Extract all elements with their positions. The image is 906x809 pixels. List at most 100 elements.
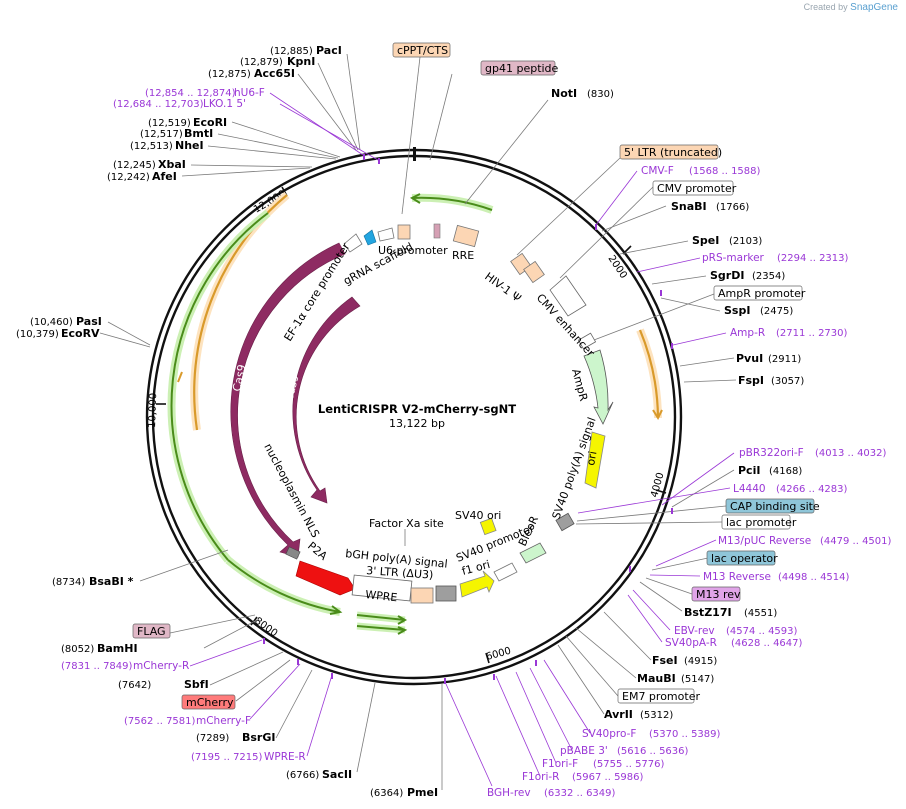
p2a-label: P2A <box>305 539 330 563</box>
leader-ecorv <box>99 332 151 348</box>
mark-cmvf <box>595 224 597 230</box>
site-acc65i-pos: (12,875) <box>208 69 251 80</box>
site-avrii-pos: (5312) <box>640 710 673 721</box>
psi-box <box>523 260 545 284</box>
leader-afei <box>181 167 311 177</box>
orange-arc-halo <box>190 191 290 431</box>
features <box>230 223 614 604</box>
mark-m13 <box>629 566 631 572</box>
primer-pbabe3-name: pBABE 3' <box>560 745 608 757</box>
right-orange-arc <box>638 329 660 419</box>
primer-f1orir-pos: (5967 .. 5986) <box>572 772 644 783</box>
cas9-inner-label: Cas9 <box>282 373 301 402</box>
site-acc65i-name: Acc65I <box>254 67 295 80</box>
box-em7-label: EM7 promoter <box>622 690 700 703</box>
cas9-outer-tip <box>330 243 345 254</box>
leader-mcherryf <box>249 663 301 720</box>
ampr-promoter-box <box>577 332 597 350</box>
u6-promoter-label: U6 promoter <box>378 244 448 257</box>
site-bsabi-pos: (8734) <box>52 577 85 588</box>
primer-mcherryr-pos: (7831 .. 7849) <box>61 661 133 672</box>
green-arc <box>170 212 269 561</box>
primer-marks <box>263 154 673 684</box>
mark-mcherryf <box>297 659 299 665</box>
primer-f1orif-name: F1ori-F <box>542 758 578 770</box>
mcherry-arrow <box>295 560 356 596</box>
backbone <box>145 147 683 686</box>
rre-box <box>452 224 480 248</box>
site-bsrgi-name: BsrGI <box>242 731 275 744</box>
box-mcherry-label: mCherry <box>186 696 234 709</box>
sv40-pa-box <box>555 512 575 532</box>
leader-xbai <box>190 164 313 168</box>
mark-hu6f <box>363 154 365 160</box>
leader-sspi <box>660 297 721 312</box>
leader-m13puc <box>655 539 717 567</box>
green-short-arrowhead-2 <box>397 626 408 635</box>
mark-lko <box>378 158 380 164</box>
leader-sv40par <box>627 594 663 643</box>
primer-wprer-name: WPRE-R <box>264 751 306 763</box>
leader-bamhi <box>203 619 258 649</box>
primer-m13puc-name: M13/pUC Reverse <box>718 535 811 547</box>
site-sgrdi-pos: (2354) <box>752 271 785 282</box>
ltr3-box <box>410 587 434 604</box>
tick-8000 <box>250 616 258 626</box>
primer-bghrev-name: BGH-rev <box>487 787 531 799</box>
left-leaders <box>99 53 493 790</box>
leader-snabi <box>601 205 667 232</box>
site-pvui-pos: (2911) <box>768 354 801 365</box>
primer-prs-name: pRS-marker <box>702 252 765 264</box>
leader-kpni <box>317 62 359 151</box>
primer-m13reverse-pos: (4498 .. 4514) <box>778 572 850 583</box>
site-sacii-pos: (6766) <box>286 770 319 781</box>
site-pasi-name: PasI <box>76 315 102 328</box>
site-bamhi-name: BamHI <box>97 642 138 655</box>
top-green-arrowhead <box>409 193 421 204</box>
mark-f1ori <box>493 674 495 680</box>
ef1a-box <box>343 233 363 253</box>
primer-mcherryf-pos: (7562 .. 7581) <box>124 716 196 727</box>
leader-cmvpromoter <box>559 186 654 279</box>
site-sacii-name: SacII <box>322 768 352 781</box>
right-orange-halo <box>636 328 662 419</box>
leader-bghrev <box>445 683 493 787</box>
site-fsei-name: FseI <box>652 654 678 667</box>
leader-pbr322 <box>661 452 735 506</box>
site-noti-name: NotI <box>551 87 577 100</box>
site-ecori-name: EcoRI <box>193 116 227 129</box>
site-bsabi-name: BsaBI * <box>89 575 134 588</box>
leader-l4440 <box>577 487 731 514</box>
box-lacoperator-label: lac operator <box>711 552 778 565</box>
box-gp41 <box>480 60 556 76</box>
site-kpni-pos: (12,879) <box>240 57 283 68</box>
leader-ampr <box>672 332 727 346</box>
sv40-ori-box <box>479 517 497 536</box>
bleor-box <box>519 542 547 564</box>
leader-ebvrev <box>632 589 671 631</box>
wpre-label: WPRE <box>365 588 398 604</box>
site-paci-name: PacI <box>316 44 342 57</box>
primer-prs-pos: (2294 .. 2313) <box>777 253 849 264</box>
leader-m13rev <box>645 577 693 595</box>
primer-ampr-pos: (2711 .. 2730) <box>776 328 848 339</box>
primer-hu6f-name: hU6-F <box>234 87 265 99</box>
box-amprpromoter <box>713 285 803 301</box>
green-short-arrowhead-1 <box>397 615 408 625</box>
site-pmei-name: PmeI <box>407 786 438 799</box>
leader-f1orif <box>515 671 557 764</box>
snapgene-brand: Created by SnapGene <box>804 2 898 13</box>
leader-sbfi <box>209 651 284 686</box>
site-nhei-pos: (12,513) <box>130 141 173 152</box>
leader-cppt <box>401 56 421 215</box>
box-cmvpromoter-label: CMV promoter <box>657 182 737 195</box>
primer-pbr322-pos: (4013 .. 4032) <box>815 448 887 459</box>
primer-cmvf-pos: (1568 .. 1588) <box>689 166 761 177</box>
mark-ampr <box>671 343 673 349</box>
site-kpni-name: KpnI <box>287 55 315 68</box>
cppt-box <box>397 224 411 240</box>
tick-label-8000: 8000 <box>252 616 279 640</box>
boxed-labels: cPPT/CTS gp41 peptide 5' LTR (truncated)… <box>132 42 820 710</box>
box-flag <box>132 623 171 639</box>
leader-ecori <box>231 121 341 158</box>
